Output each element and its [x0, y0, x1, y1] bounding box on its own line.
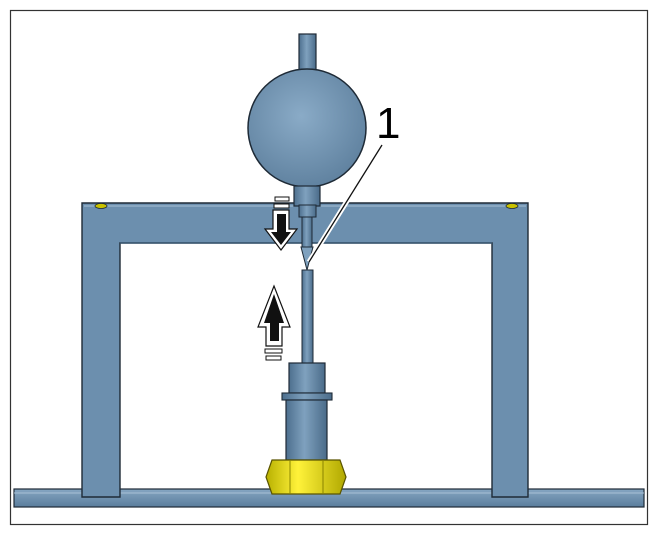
callout-label-1: 1	[376, 99, 400, 148]
gauge-collar	[298, 204, 317, 218]
fixture-frame	[81, 202, 529, 498]
gauge-top-stem	[298, 33, 317, 73]
gauge-dial-body	[247, 68, 367, 188]
plunger-shoulder	[281, 392, 333, 401]
arrow-down	[263, 196, 299, 251]
gauge-spindle	[301, 216, 313, 248]
dial-gauge	[247, 33, 367, 272]
gauge-neck	[293, 185, 321, 207]
plunger-rod	[301, 269, 314, 365]
plunger-housing	[288, 362, 326, 394]
callout-1: 1	[306, 99, 400, 264]
hex-nut	[265, 459, 347, 495]
arrow-up	[257, 284, 291, 361]
plunger	[281, 269, 333, 461]
frame-screw-left	[94, 203, 108, 209]
plunger-body	[285, 399, 328, 461]
frame-screw-right	[505, 203, 519, 209]
